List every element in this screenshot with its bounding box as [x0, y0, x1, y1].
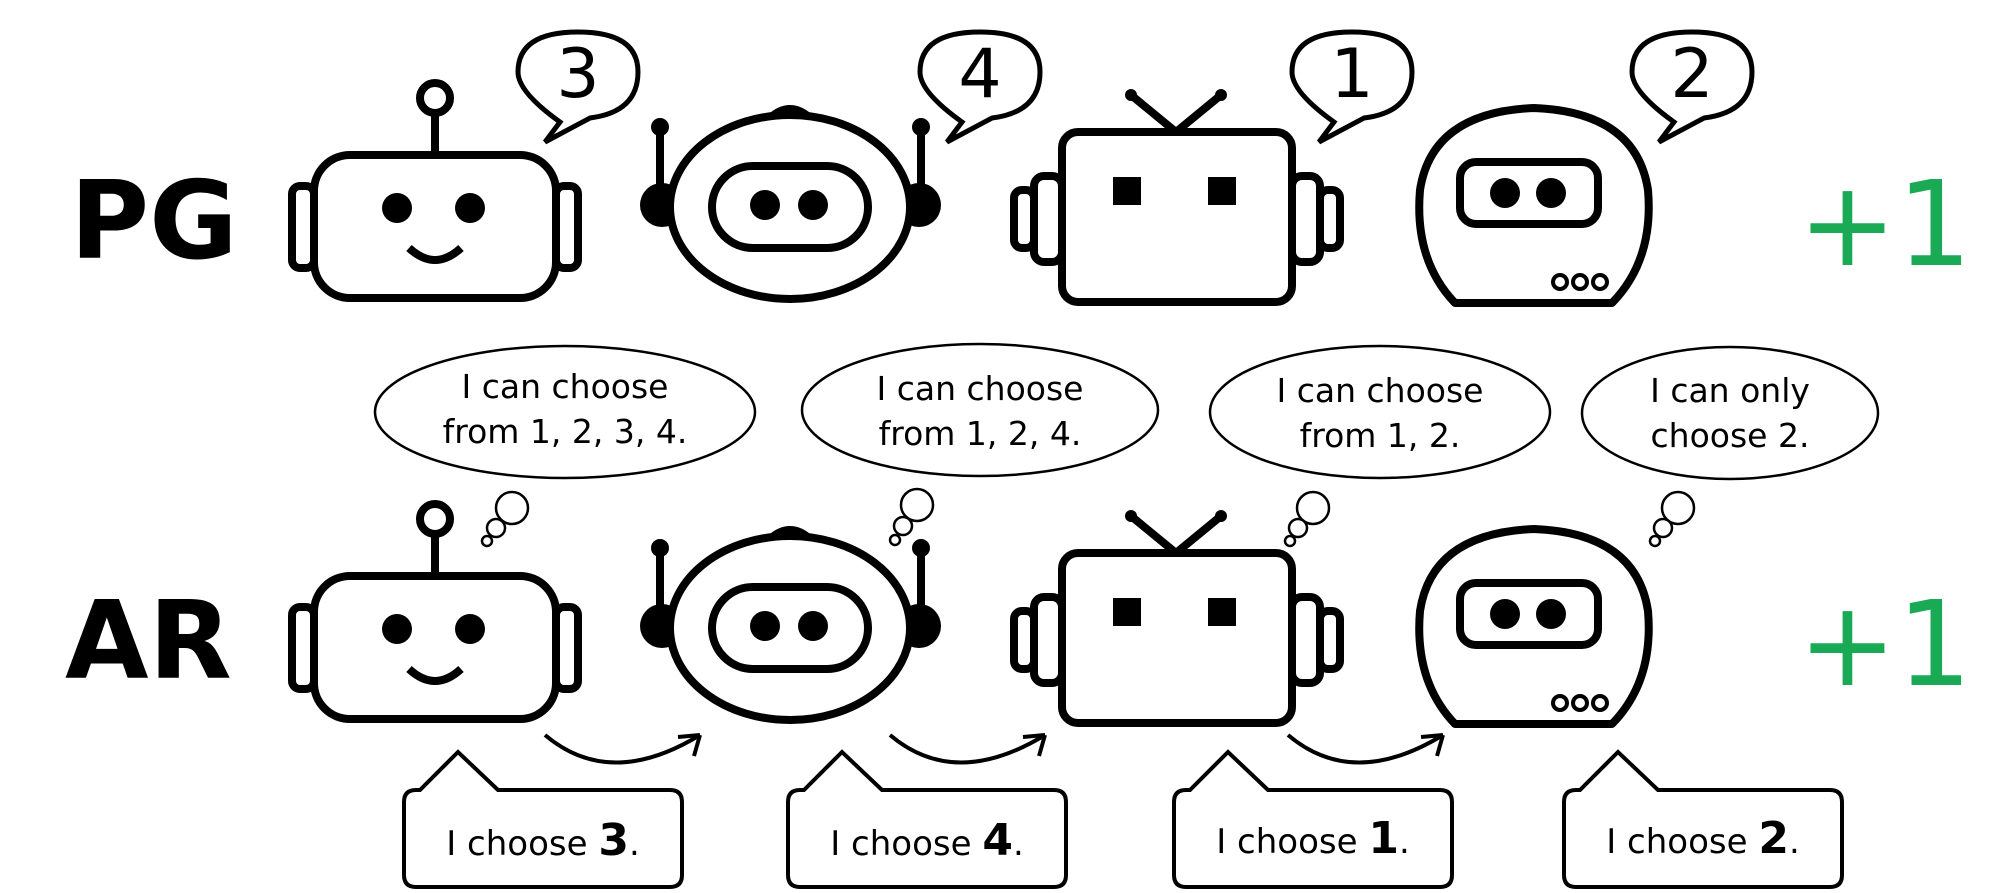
antenna-smile-robot-icon: [292, 83, 578, 298]
thought-cloud-4: I can only choose 2.: [1580, 345, 1880, 548]
row-label-ar: AR: [65, 579, 232, 704]
choice-text: I choose 3.: [446, 815, 640, 866]
tv-antenna-robot-icon: [1014, 89, 1340, 302]
thought-line: I can choose: [462, 367, 669, 406]
dome-visor-robot-icon: [1419, 108, 1649, 303]
dome-visor-robot-icon: [1419, 529, 1649, 724]
thought-line: I can only: [1650, 371, 1810, 410]
round-headphone-robot-icon: [640, 530, 941, 720]
arrowhead-icon: [1420, 733, 1445, 757]
choice-text: I choose 1.: [1216, 813, 1410, 864]
thought-cloud-1: I can choose from 1, 2, 3, 4.: [373, 344, 757, 548]
choice-callout-1: I choose 3.: [402, 749, 684, 889]
pg-pick-bubble-2: 4: [917, 29, 1043, 145]
score-pg: +1: [1798, 155, 1972, 293]
choice-text: I choose 4.: [830, 815, 1024, 866]
arrow-3-to-4: [1286, 733, 1445, 765]
thought-cloud-3: I can choose from 1, 2.: [1208, 344, 1552, 548]
pg-pick-number: 3: [556, 35, 599, 114]
pg-pick-number: 4: [958, 35, 1001, 114]
thought-line: from 1, 2, 3, 4.: [443, 412, 688, 451]
score-ar: +1: [1798, 575, 1972, 713]
choice-callout-2: I choose 4.: [786, 749, 1068, 889]
arrowhead-icon: [677, 733, 702, 757]
pg-pick-number: 2: [1670, 35, 1713, 114]
pg-pick-bubble-3: 1: [1289, 29, 1415, 145]
thought-cloud-2: I can choose from 1, 2, 4.: [800, 342, 1160, 547]
thought-line: I can choose: [877, 369, 1084, 408]
thought-line: from 1, 2, 4.: [879, 414, 1082, 453]
choice-callout-3: I choose 1.: [1172, 749, 1454, 889]
pg-pick-number: 1: [1330, 35, 1373, 114]
choice-callout-4: I choose 2.: [1562, 749, 1844, 889]
pg-pick-bubble-1: 3: [515, 29, 641, 145]
thought-line: from 1, 2.: [1300, 416, 1461, 455]
thought-line: I can choose: [1277, 371, 1484, 410]
sequence-arrows: [543, 733, 1445, 765]
round-headphone-robot-icon: [640, 109, 941, 299]
antenna-smile-robot-icon: [292, 504, 578, 719]
thought-line: choose 2.: [1651, 416, 1810, 455]
choice-text: I choose 2.: [1606, 813, 1800, 864]
arrow-1-to-2: [543, 733, 702, 765]
pg-pick-bubble-4: 2: [1629, 29, 1755, 145]
arrowhead-icon: [1022, 733, 1047, 757]
arrow-2-to-3: [888, 733, 1047, 765]
row-label-pg: PG: [70, 159, 238, 284]
